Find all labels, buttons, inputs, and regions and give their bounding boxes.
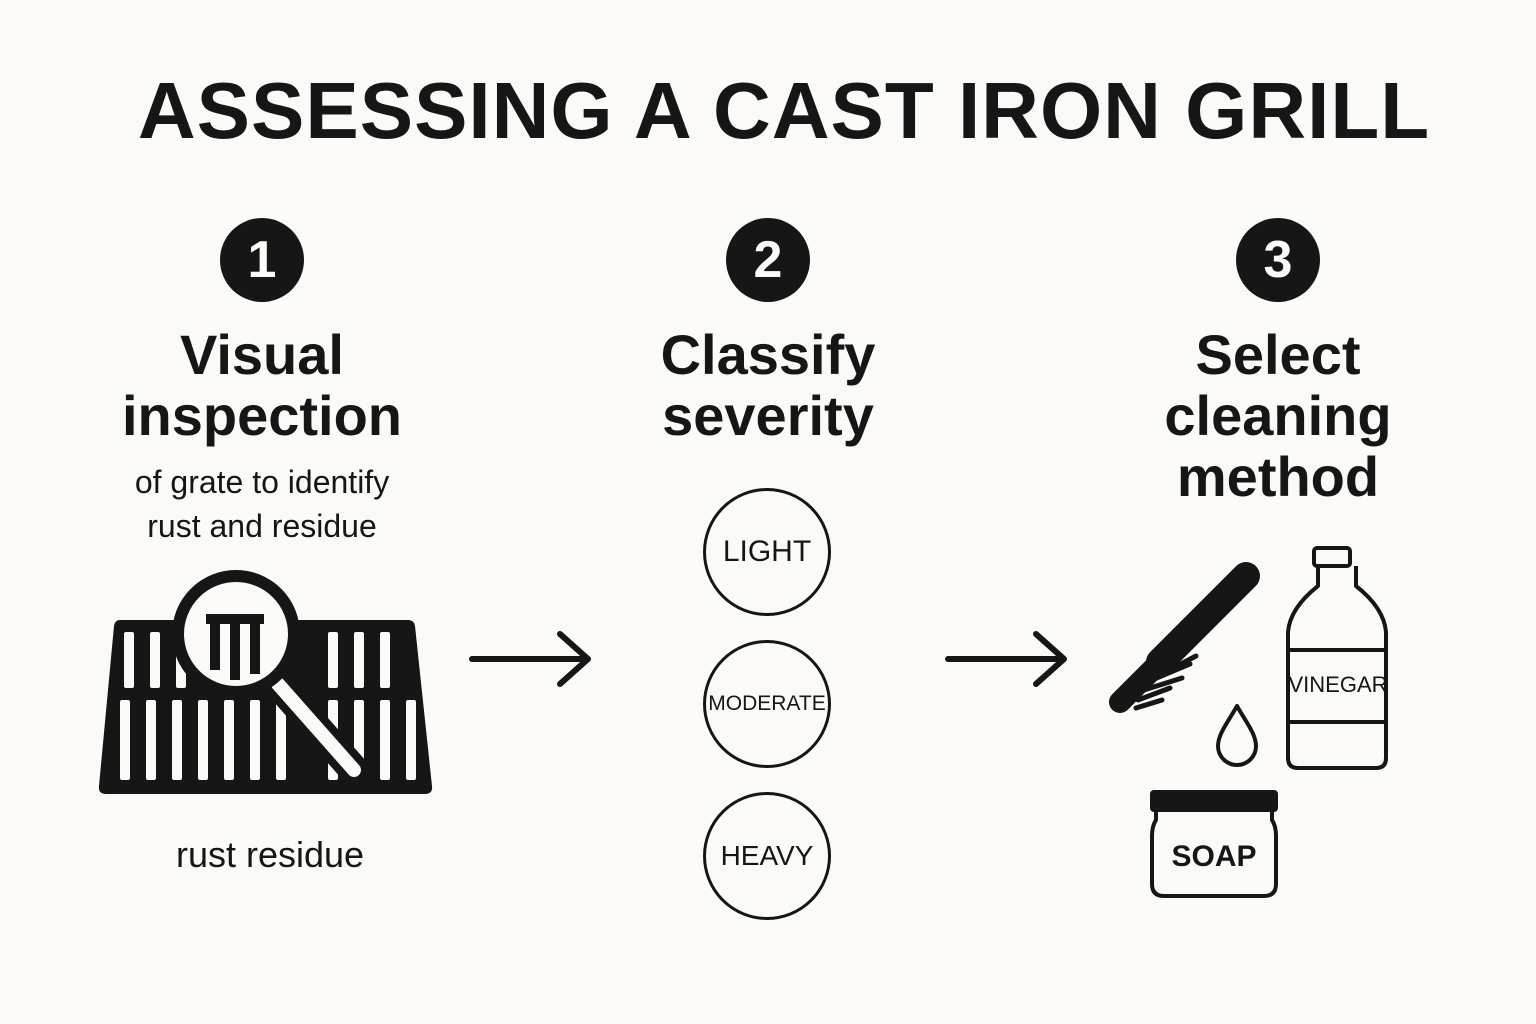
step-1-description-line-1: of grate to identify xyxy=(134,464,390,500)
magnified-grill-grate-icon xyxy=(98,570,433,794)
step-1: 1 Visual inspection of grate to identify… xyxy=(52,218,472,548)
step-1-number-badge: 1 xyxy=(220,218,304,302)
soap-jar-label: SOAP xyxy=(1171,840,1257,873)
severity-moderate-label: MODERATE xyxy=(708,692,826,715)
vinegar-bottle-icon xyxy=(1286,546,1388,770)
step-3-heading-line-3: method xyxy=(1176,445,1380,508)
severity-light-badge: LIGHT xyxy=(703,488,831,616)
vinegar-bottle-label: VINEGAR xyxy=(1288,672,1388,697)
step-1-caption: rust residue xyxy=(175,834,365,875)
step-2-number-badge: 2 xyxy=(726,218,810,302)
soap-jar-icon xyxy=(1150,790,1278,898)
severity-light-label: LIGHT xyxy=(722,535,812,568)
page-title: ASSESSING A CAST IRON GRILL xyxy=(137,66,1431,155)
step-3-heading-line-2: cleaning xyxy=(1164,384,1392,447)
step-1-description-line-2: rust and residue xyxy=(147,508,377,544)
severity-heavy-label: HEAVY xyxy=(720,840,814,871)
arrow-right-icon xyxy=(469,631,591,687)
step-3: 3 Select cleaning method xyxy=(1068,218,1488,507)
severity-heavy-badge: HEAVY xyxy=(703,792,831,920)
water-drop-icon xyxy=(1216,704,1258,767)
step-2-heading-line-1: Classify xyxy=(660,323,876,386)
step-1-heading-line-2: inspection xyxy=(121,384,403,447)
step-3-heading-line-1: Select xyxy=(1195,323,1361,386)
wire-brush-icon xyxy=(1109,562,1260,713)
step-1-description: of grate to identify rust and residue xyxy=(52,460,472,548)
step-1-heading: Visual inspection xyxy=(52,324,472,446)
step-3-heading: Select cleaning method xyxy=(1068,324,1488,507)
step-2-heading: Classify severity xyxy=(558,324,978,446)
severity-moderate-badge: MODERATE xyxy=(703,640,831,768)
step-2: 2 Classify severity xyxy=(558,218,978,446)
step-1-heading-line-1: Visual xyxy=(180,323,344,386)
step-3-number-badge: 3 xyxy=(1236,218,1320,302)
arrow-right-icon xyxy=(945,631,1067,687)
step-2-heading-line-2: severity xyxy=(662,384,874,447)
